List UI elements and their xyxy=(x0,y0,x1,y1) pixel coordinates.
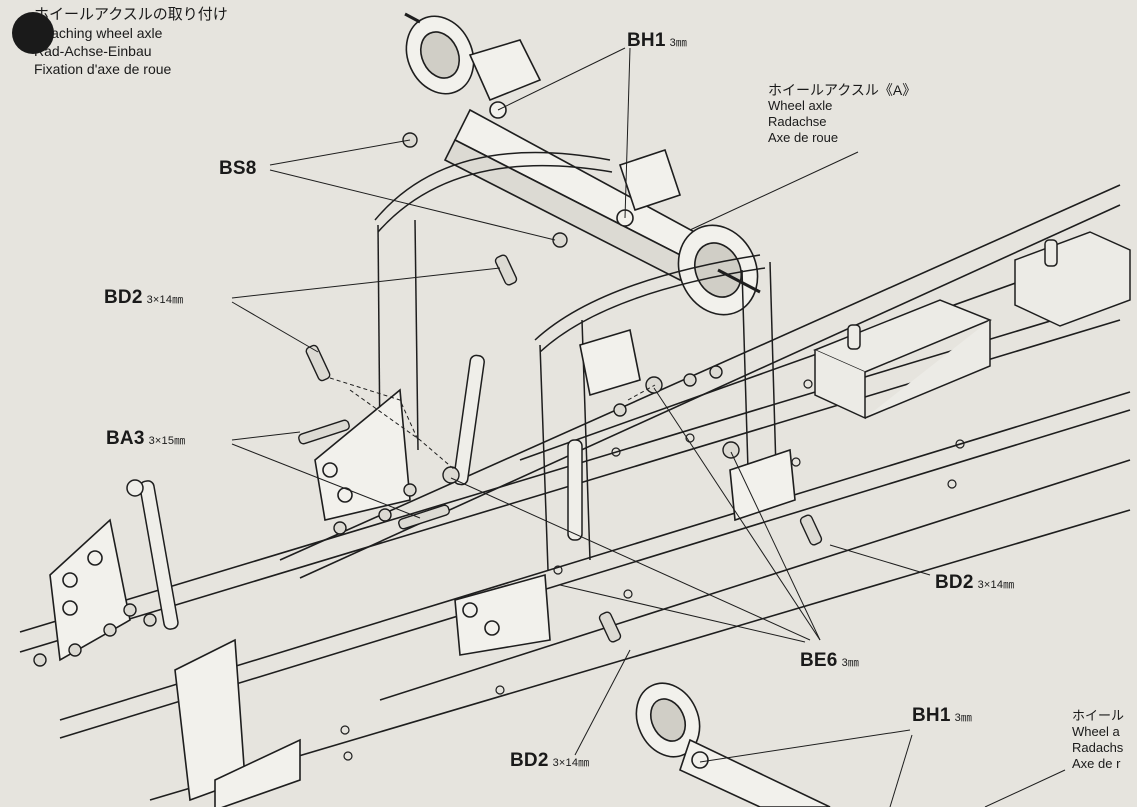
part-code: BH1 xyxy=(627,30,666,51)
step-number-badge xyxy=(12,12,54,54)
rail-holes xyxy=(340,379,965,761)
part-size: 3×14㎜ xyxy=(146,294,184,306)
mount-brackets xyxy=(49,328,796,807)
nuts-bolts xyxy=(33,132,823,667)
wheel-axle-label-cut-fr: Axe de r xyxy=(1072,756,1121,771)
part-code: BH1 xyxy=(912,705,951,726)
part-size: 3×14㎜ xyxy=(977,579,1015,591)
part-code: BD2 xyxy=(510,750,549,771)
wheel-axle-label-jp: ホイールアクスル《A》 xyxy=(768,82,917,98)
part-code: BD2 xyxy=(104,287,143,308)
rear-bracket-box xyxy=(813,231,1131,420)
step-title-de: Rad-Achse-Einbau xyxy=(34,43,152,59)
wheel-axle-label-cut-en: Wheel a xyxy=(1072,724,1120,739)
dashed-assembly-lines xyxy=(329,377,656,471)
wheel-axle-bottom xyxy=(635,682,831,807)
leaf-springs xyxy=(374,151,777,571)
wheel-axle-label-fr: Axe de roue xyxy=(768,130,839,145)
step-title-jp: ホイールアクスルの取り付け xyxy=(34,6,228,23)
step-title-fr: Fixation d'axe de roue xyxy=(34,61,172,77)
part-size: 3×15㎜ xyxy=(148,435,186,447)
part-code: BD2 xyxy=(935,572,974,593)
part-size: 3㎜ xyxy=(841,657,860,669)
part-code: BE6 xyxy=(800,650,838,671)
callout-leaders xyxy=(231,47,1066,807)
wheel-axle-label-cut-jp: ホイール xyxy=(1072,708,1125,723)
callout-bs8: BS8 xyxy=(219,158,257,180)
wheel-axle-label-cut: ホイール Wheel a Radachs Axe de r xyxy=(1072,708,1124,772)
shock-absorbers xyxy=(126,354,583,630)
part-code: BS8 xyxy=(219,158,257,179)
part-size: 3㎜ xyxy=(954,712,973,724)
part-code: BA3 xyxy=(106,428,145,449)
step-title-en: Attaching wheel axle xyxy=(34,25,163,41)
step-header: ホイールアクスルの取り付け Attaching wheel axle Rad-A… xyxy=(12,6,228,78)
wheel-axle-label-cut-de: Radachs xyxy=(1072,740,1124,755)
part-size: 3×14㎜ xyxy=(552,757,590,769)
part-size: 3㎜ xyxy=(669,37,688,49)
wheel-axle-label: ホイールアクスル《A》 Wheel axle Radachse Axe de r… xyxy=(768,82,916,146)
wheel-axle-label-en: Wheel axle xyxy=(768,98,833,113)
wheel-axle-label-de: Radachse xyxy=(768,114,827,129)
wheel-axle-top xyxy=(404,12,761,316)
